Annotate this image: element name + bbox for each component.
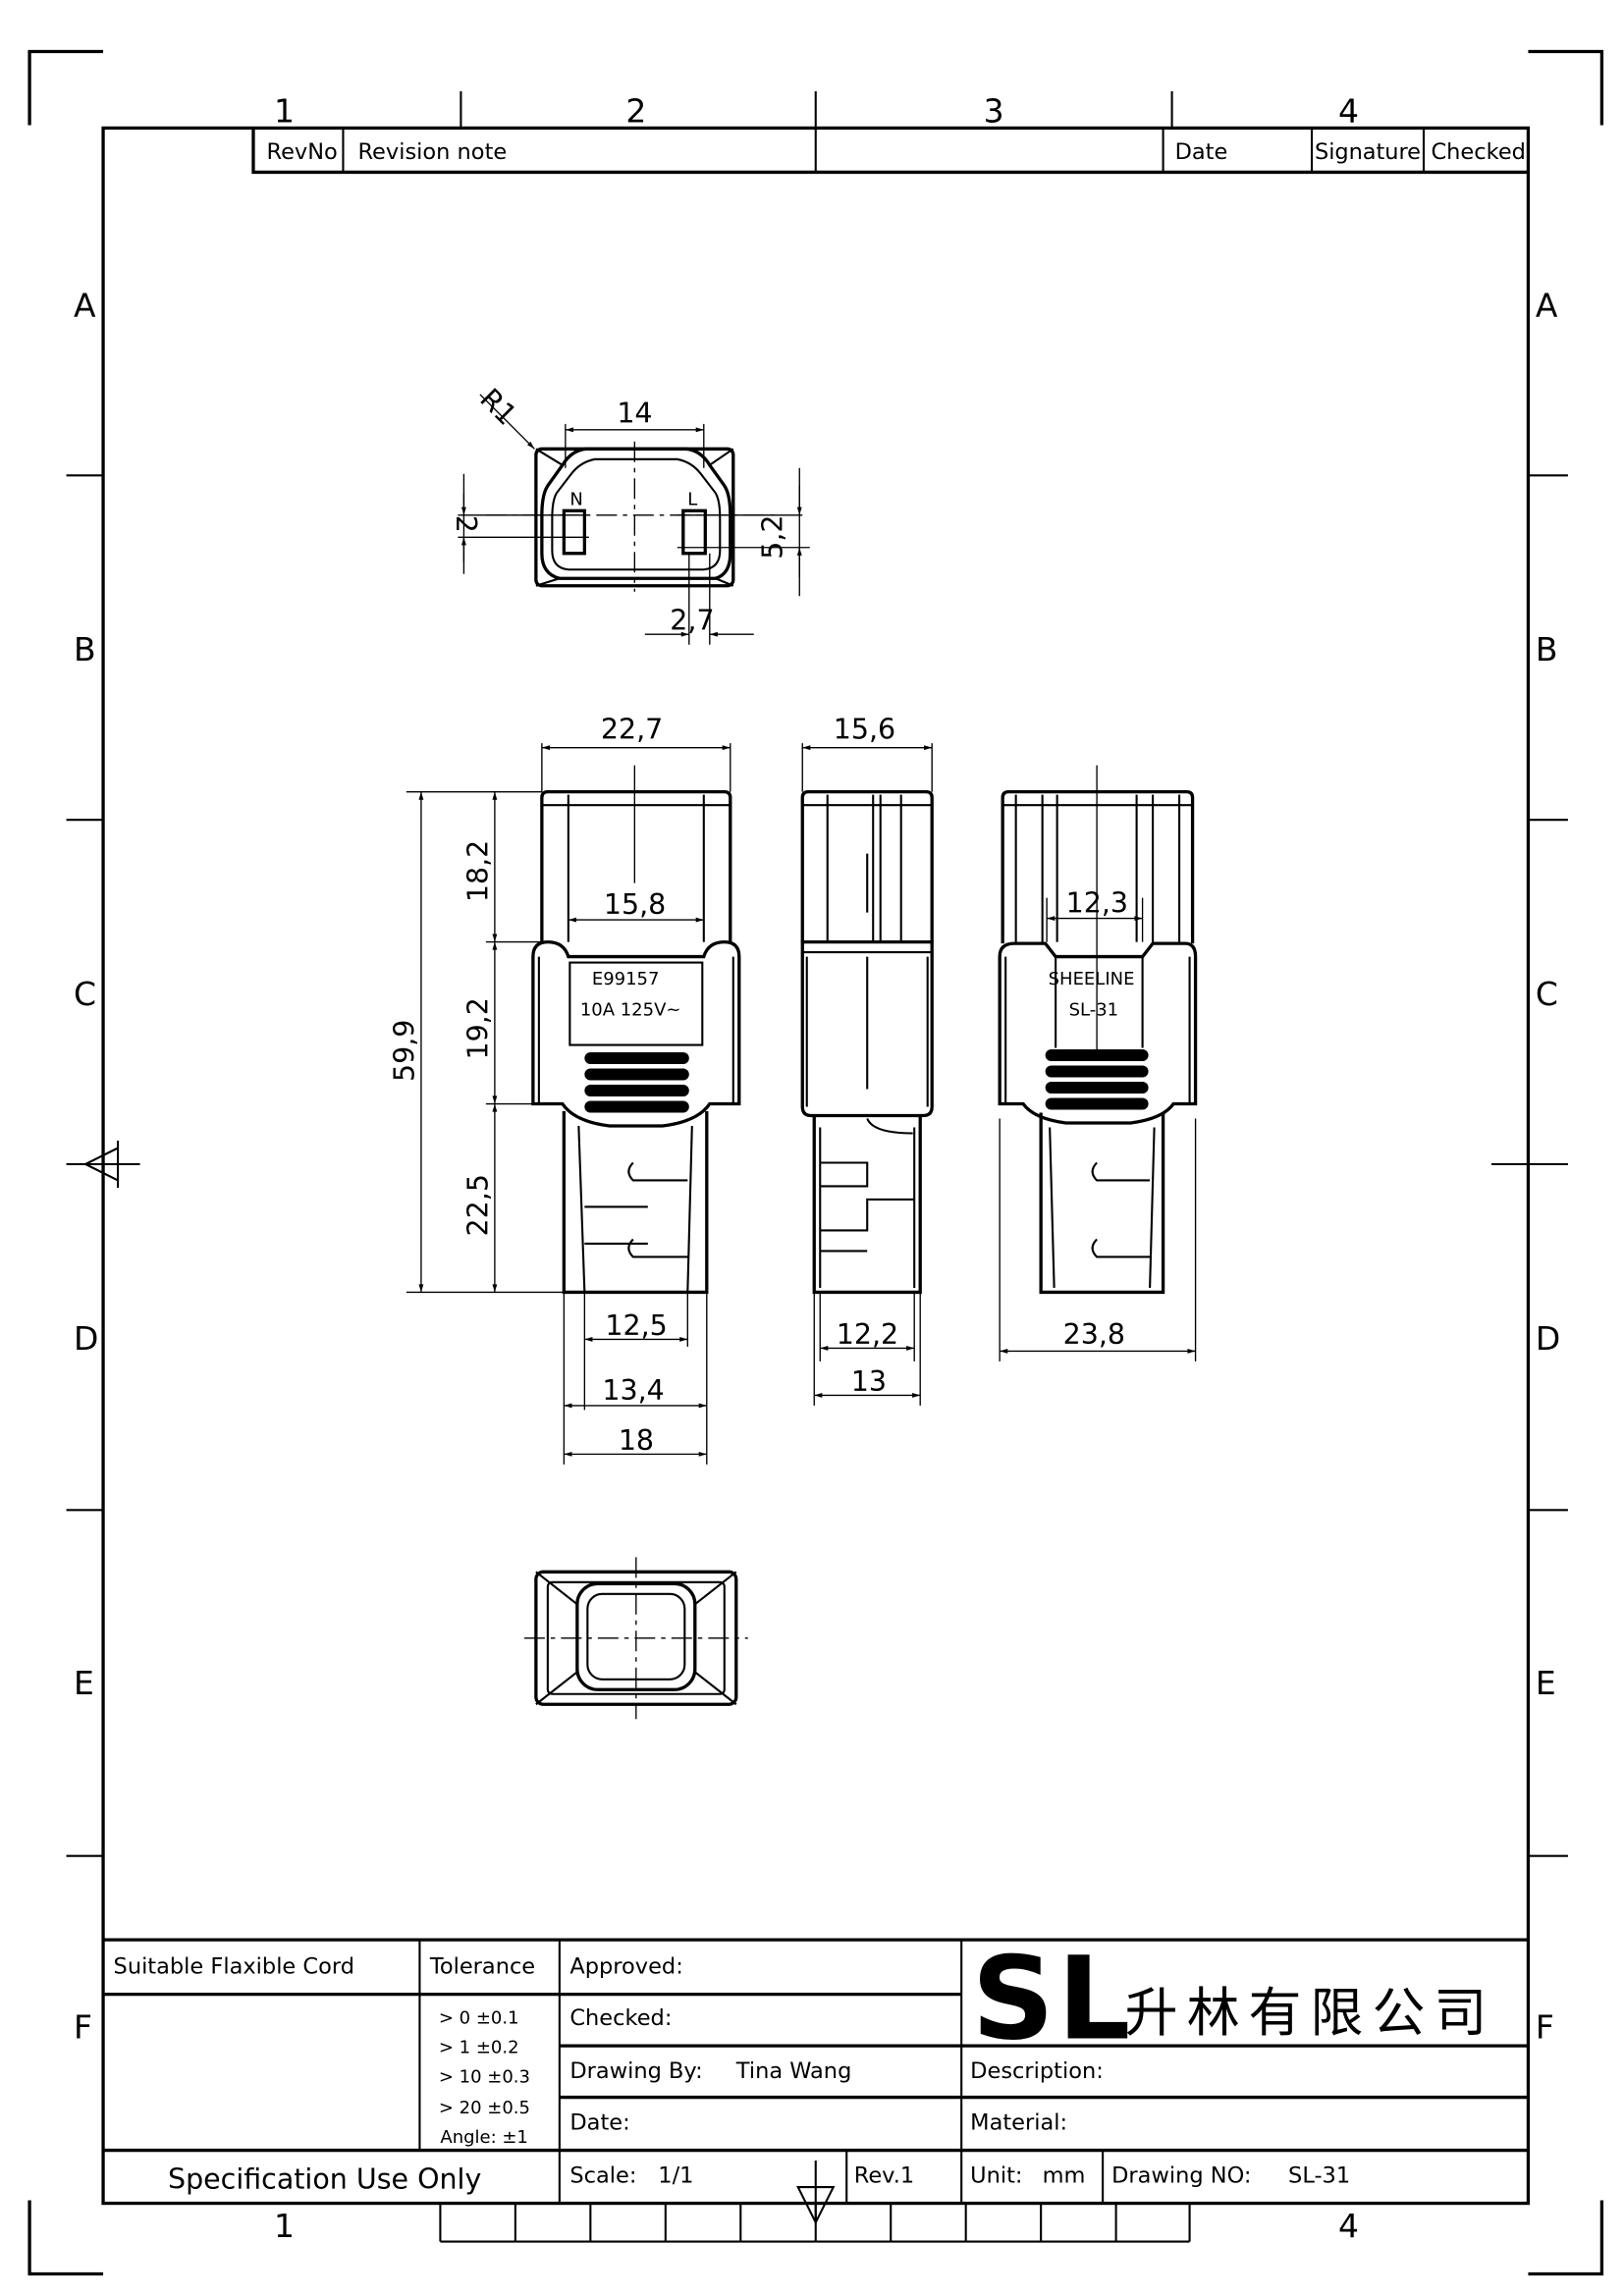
grid-row-c: C bbox=[74, 975, 96, 1013]
grid-col-4-bottom: 4 bbox=[1338, 2207, 1359, 2245]
spec-use-only: Specification Use Only bbox=[168, 2163, 481, 2196]
grid-col-2: 2 bbox=[625, 91, 646, 130]
dim-h1: 18,2 bbox=[461, 840, 494, 902]
tolerance-row-2: > 1 ±0.2 bbox=[439, 2038, 519, 2058]
scale-label: Scale: bbox=[569, 2163, 636, 2189]
signature-header: Signature bbox=[1315, 139, 1421, 165]
revision-note-header: Revision note bbox=[357, 139, 507, 165]
drawing-by-label: Drawing By: bbox=[569, 2058, 702, 2084]
date-label: Date: bbox=[569, 2110, 629, 2136]
centering-arrow-icon bbox=[82, 1141, 120, 1188]
dim-front-tail1: 12,5 bbox=[605, 1309, 667, 1342]
back-view: 12,3 SHEELINE SL-31 23,8 bbox=[998, 765, 1198, 1362]
grid-row-b: B bbox=[74, 630, 96, 668]
unit-value: mm bbox=[1043, 2163, 1086, 2189]
grid-row-e-right: E bbox=[1536, 1664, 1556, 1702]
scale-value: 1/1 bbox=[658, 2163, 693, 2189]
dim-side-tail1: 12,2 bbox=[837, 1318, 898, 1351]
projection-symbol-icon bbox=[796, 2161, 836, 2225]
dim-side-tail2: 13 bbox=[851, 1365, 887, 1398]
back-label-line2: SL-31 bbox=[1069, 1000, 1118, 1021]
material-label: Material: bbox=[970, 2110, 1067, 2136]
dim-front-inner-width: 15,8 bbox=[604, 888, 666, 921]
dim-h2: 19,2 bbox=[461, 997, 494, 1059]
grid-row-a-right: A bbox=[1536, 286, 1558, 324]
dim-pin-width: 2 bbox=[450, 515, 482, 533]
tolerance-row-3: > 10 ±0.3 bbox=[439, 2067, 530, 2088]
pin-l-label: L bbox=[687, 489, 697, 509]
unit-label: Unit: bbox=[970, 2163, 1022, 2189]
dim-total-length: 59,9 bbox=[388, 1020, 420, 1082]
dim-back-width: 23,8 bbox=[1063, 1318, 1125, 1351]
title-block: Suitable Flaxible Cord Tolerance > 0 ±0.… bbox=[103, 1932, 1529, 2243]
grid-rows: A B C D E F A B C D E F bbox=[66, 286, 1568, 2047]
checked-header: Checked bbox=[1431, 139, 1525, 165]
dim-radius: R1 bbox=[473, 382, 522, 431]
front-view: 22,7 15,8 E99157 10A 125V~ 59,9 18,2 19,… bbox=[388, 714, 741, 1465]
grid-row-d-right: D bbox=[1536, 1319, 1560, 1358]
grid-row-f-right: F bbox=[1536, 2008, 1554, 2047]
grid-col-4: 4 bbox=[1338, 91, 1359, 130]
drawing-no-label: Drawing NO: bbox=[1111, 2163, 1251, 2189]
grid-row-c-right: C bbox=[1536, 975, 1558, 1013]
grid-row-b-right: B bbox=[1536, 630, 1558, 668]
revision-table: RevNo Revision note Date Signature Check… bbox=[251, 128, 1529, 175]
grid-row-d: D bbox=[74, 1319, 98, 1358]
company-name: 升林有限公司 bbox=[1125, 1982, 1496, 2044]
side-view: 15,6 12,2 13 bbox=[800, 714, 934, 1406]
tolerance-row-4: > 20 ±0.5 bbox=[439, 2098, 530, 2118]
description-label: Description: bbox=[970, 2058, 1104, 2084]
grid-row-f: F bbox=[74, 2008, 92, 2047]
grid-col-3: 3 bbox=[984, 91, 1004, 130]
checked-label: Checked: bbox=[569, 2005, 672, 2031]
grid-col-1-bottom: 1 bbox=[274, 2207, 295, 2245]
grid-row-a: A bbox=[74, 286, 96, 324]
dim-face-width: 14 bbox=[617, 397, 652, 429]
face-view: R1 14 2 5,2 2,7 N L bbox=[450, 382, 810, 645]
tolerance-label: Tolerance bbox=[429, 1954, 535, 1980]
dim-pin-offset: 2,7 bbox=[670, 605, 714, 637]
grid-columns: 1 2 3 4 1 4 bbox=[274, 90, 1359, 2245]
dim-side-width: 15,6 bbox=[834, 714, 895, 746]
dim-pin-height: 5,2 bbox=[756, 514, 788, 559]
revno-header: RevNo bbox=[266, 139, 337, 165]
drawing-no-value: SL-31 bbox=[1288, 2163, 1350, 2189]
tolerance-row-1: > 0 ±0.1 bbox=[439, 2008, 519, 2029]
company-logo: SL bbox=[972, 1932, 1134, 2066]
dim-front-width: 22,7 bbox=[601, 714, 663, 746]
dim-back-inner-width: 12,3 bbox=[1066, 887, 1128, 920]
date-header: Date bbox=[1175, 139, 1228, 165]
cord-label: Suitable Flaxible Cord bbox=[114, 1954, 354, 1980]
corner-marks bbox=[27, 49, 1604, 2276]
tolerance-angle: Angle: ±1 bbox=[440, 2127, 527, 2148]
grid-row-e: E bbox=[74, 1664, 94, 1702]
grid-col-1: 1 bbox=[274, 91, 295, 130]
bottom-view bbox=[523, 1557, 748, 1720]
back-label-line1: SHEELINE bbox=[1049, 969, 1135, 989]
drawing-by-value: Tina Wang bbox=[735, 2058, 852, 2084]
dim-h3: 22,5 bbox=[461, 1174, 494, 1236]
rev-label: Rev.1 bbox=[854, 2163, 914, 2189]
approved-label: Approved: bbox=[569, 1954, 682, 1980]
dim-front-tail2: 13,4 bbox=[602, 1374, 664, 1407]
dim-front-tail3: 18 bbox=[619, 1424, 654, 1457]
front-label-line2: 10A 125V~ bbox=[580, 1000, 681, 1021]
front-label-line1: E99157 bbox=[592, 969, 660, 989]
pin-n-label: N bbox=[569, 489, 582, 509]
